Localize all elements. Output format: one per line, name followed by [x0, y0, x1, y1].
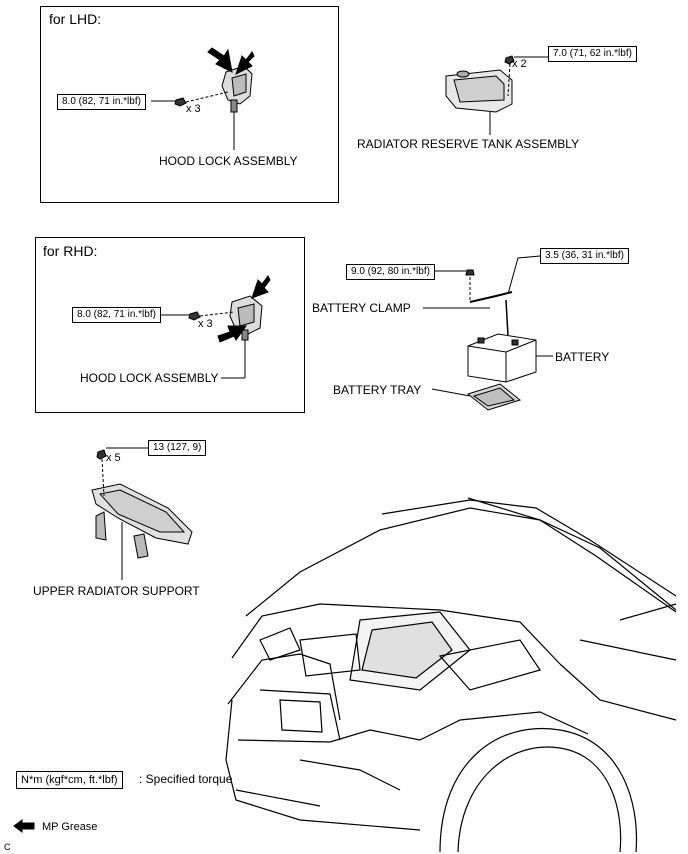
battery-clamp-nut-torque-box: 3.5 (36, 31 in.*lbf): [540, 248, 629, 264]
rhd-part-label: HOOD LOCK ASSEMBLY: [80, 371, 219, 385]
rhd-bolt-drawing: [156, 311, 235, 321]
grease-arrow-icon: [14, 820, 34, 832]
battery-clamp-torque-box: 9.0 (92, 80 in.*lbf): [346, 264, 435, 280]
lhd-title: for LHD:: [49, 11, 102, 27]
lhd-bolt-drawing: [151, 91, 229, 107]
radiator-tank-torque-box: 7.0 (71, 62 in.*lbf): [548, 46, 637, 62]
radiator-tank-label: RADIATOR RESERVE TANK ASSEMBLY: [357, 137, 580, 151]
upper-support-label: UPPER RADIATOR SUPPORT: [33, 584, 200, 598]
battery-tray-drawing: [431, 383, 522, 411]
legend-torque-desc: : Specified torque: [139, 772, 233, 786]
rhd-torque-box: 8.0 (82, 71 in.*lbf): [72, 307, 161, 323]
battery-clamp-drawing: [423, 255, 541, 337]
legend-grease-label: MP Grease: [42, 821, 98, 833]
radiator-tank-bolt-count: x 2: [512, 58, 527, 70]
rhd-title: for RHD:: [43, 243, 98, 259]
figure-code: C: [4, 842, 11, 852]
lhd-part-label: HOOD LOCK ASSEMBLY: [159, 154, 298, 168]
car-front-drawing: [225, 497, 677, 852]
battery-label: BATTERY: [555, 350, 610, 364]
rhd-bolt-count: x 3: [198, 318, 213, 330]
battery-drawing: [467, 333, 553, 383]
lhd-hood-lock-drawing: [221, 65, 253, 150]
radiator-tank-bolt-drawing: [504, 55, 548, 97]
upper-support-torque-box: 13 (127, 9): [148, 440, 207, 456]
battery-tray-label: BATTERY TRAY: [333, 383, 422, 397]
battery-clamp-label: BATTERY CLAMP: [312, 301, 411, 315]
upper-support-bolt-count: x 5: [106, 452, 121, 464]
upper-support-drawing: [91, 447, 193, 580]
lhd-bolt-count: x 3: [186, 103, 201, 115]
radiator-tank-drawing: [445, 69, 513, 135]
legend-torque-unit: N*m (kgf*cm, ft.*lbf): [16, 771, 123, 789]
lhd-torque-box: 8.0 (82, 71 in.*lbf): [57, 94, 146, 110]
